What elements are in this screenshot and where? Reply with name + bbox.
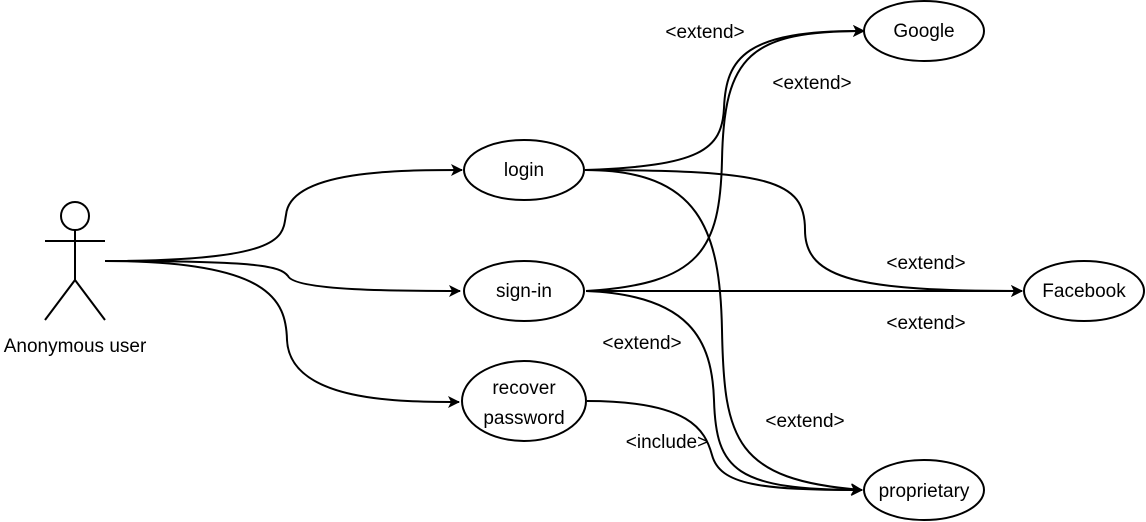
actor-head [60, 201, 90, 231]
edge-login-proprietary [584, 169, 863, 496]
use-case-recover-password[interactable]: recover password [461, 360, 587, 442]
label-extend-signin-facebook: <extend> [886, 313, 965, 334]
use-case-facebook-ellipse [1023, 260, 1145, 322]
use-case-signin-label: sign-in [496, 281, 552, 302]
use-case-signin-ellipse [463, 260, 585, 322]
label-include-recover-proprietary: <include> [626, 432, 708, 453]
label-extend-signin-proprietary: <extend> [602, 333, 681, 354]
use-case-signin[interactable]: sign-in [463, 260, 585, 322]
use-case-proprietary-label: proprietary [879, 481, 970, 502]
use-case-google-label: Google [893, 21, 954, 42]
use-case-login-label: login [504, 160, 544, 181]
use-case-google[interactable]: Google [863, 0, 985, 62]
label-extend-signin-google: <extend> [772, 73, 851, 94]
use-case-proprietary-ellipse [863, 459, 985, 521]
edge-recover-proprietary [586, 400, 863, 496]
actor-anonymous-user[interactable]: Anonymous user [4, 201, 147, 357]
edge-login-facebook [584, 169, 1023, 297]
use-case-login-ellipse [463, 139, 585, 201]
actor-left-leg [44, 279, 76, 321]
edge-signin-proprietary [585, 290, 863, 496]
use-case-facebook[interactable]: Facebook [1023, 260, 1145, 322]
association-recover-password [104, 260, 460, 408]
use-case-proprietary[interactable]: proprietary [863, 459, 985, 521]
use-case-facebook-label: Facebook [1042, 281, 1126, 302]
use-case-recover-label-line1: recover [492, 378, 556, 399]
association-login [104, 164, 463, 262]
use-case-login[interactable]: login [463, 139, 585, 201]
edge-signin-google [585, 25, 865, 292]
actor-right-leg [74, 279, 106, 321]
edge-login-google [584, 24, 865, 171]
label-extend-login-proprietary: <extend> [765, 411, 844, 432]
use-case-recover-password-ellipse [461, 360, 587, 442]
label-extend-login-google: <extend> [665, 22, 744, 43]
label-extend-login-facebook: <extend> [886, 253, 965, 274]
association-signin [104, 260, 461, 297]
use-case-recover-label-line2: password [483, 408, 564, 429]
use-case-google-ellipse [863, 0, 985, 62]
actor-label: Anonymous user [4, 336, 147, 357]
